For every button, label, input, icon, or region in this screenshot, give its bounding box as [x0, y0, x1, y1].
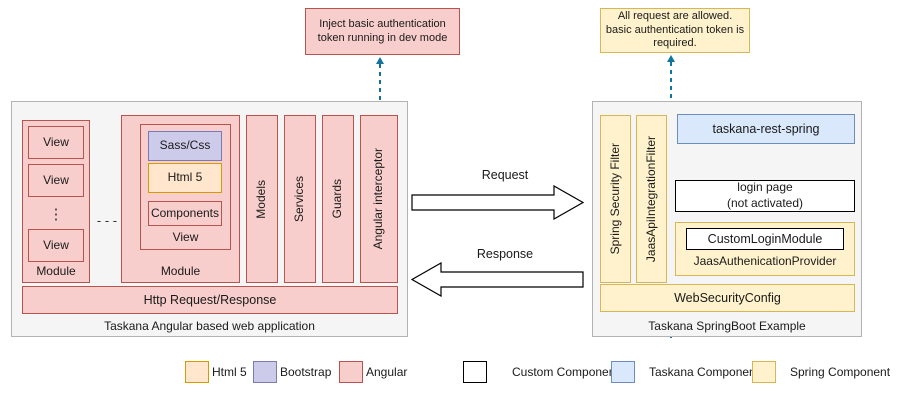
callout-right: All request are allowed. basic authentic…: [600, 8, 750, 53]
legend-item-custom-component: Custom Component: [463, 361, 619, 383]
column-models-label: Models: [254, 179, 269, 219]
module-b-label: Module: [121, 263, 240, 281]
custom-login-module-label: CustomLoginModule: [707, 231, 823, 246]
request-arrow-icon: [411, 185, 584, 220]
legend-item-taskana-component: Taskana Component: [611, 361, 759, 383]
module-a-view-3-label: View: [43, 237, 69, 252]
legend-label-bootstrap: Bootstrap: [280, 365, 332, 379]
login-page-label-line1: login page: [737, 180, 793, 195]
jaas-authentication-provider-label-text: JaasAuthenicationProvider: [693, 254, 837, 269]
callout-left-connector: [379, 64, 381, 112]
legend-item-bootstrap: Bootstrap: [253, 361, 331, 383]
module-b-item-html5: Html 5: [148, 163, 222, 193]
column-guards: Guards: [322, 115, 354, 283]
callout-right-text: All request are allowed. basic authentic…: [605, 9, 745, 50]
request-arrow-label-text: Request: [481, 167, 529, 182]
filter-jaas-api-integration-label: JaasApiIntegrationFilter: [643, 135, 658, 263]
modules-ellipsis-glyph: - - -: [96, 212, 118, 228]
legend-item-html5: Html 5: [185, 361, 247, 383]
module-b-item-html5-label: Html 5: [167, 170, 203, 185]
module-a-view-1: View: [28, 126, 84, 159]
module-b-view-label: View: [140, 229, 231, 247]
legend-label-custom-component: Custom Component: [512, 365, 619, 379]
module-a-ellipsis-glyph: ⋮: [48, 205, 64, 223]
right-panel-caption-text: Taskana SpringBoot Example: [648, 319, 806, 334]
legend-label-taskana-component: Taskana Component: [649, 365, 760, 379]
module-b-item-components-label: Components: [150, 205, 220, 220]
module-b-item-sass-css-label: Sass/Css: [159, 138, 211, 153]
module-a-view-3: View: [28, 229, 84, 262]
callout-left: Inject basic authentication token runnin…: [305, 8, 460, 55]
legend-swatch-angular: [339, 361, 363, 383]
web-security-config-label: WebSecurityConfig: [674, 290, 781, 305]
jaas-authentication-provider-label: JaasAuthenicationProvider: [675, 253, 855, 271]
column-models: Models: [246, 115, 278, 283]
legend-label-html5: Html 5: [212, 365, 247, 379]
request-arrow-label: Request: [440, 167, 570, 183]
response-arrow-label-text: Response: [476, 246, 534, 261]
http-request-response-label: Http Request/Response: [143, 292, 277, 307]
filter-spring-security: Spring Security Filter: [600, 115, 631, 283]
module-a-view-2: View: [28, 164, 84, 197]
filter-spring-security-label: Spring Security Filter: [607, 143, 622, 255]
taskana-rest-spring-label: taskana-rest-spring: [712, 121, 820, 136]
legend-label-spring-component: Spring Component: [790, 365, 891, 379]
module-a-label-text: Module: [36, 264, 76, 279]
response-arrow-label: Response: [440, 246, 570, 262]
filter-jaas-api-integration: JaasApiIntegrationFilter: [636, 115, 667, 283]
login-page-label-line2: (not activated): [726, 196, 804, 210]
legend-item-angular: Angular: [339, 361, 407, 383]
modules-ellipsis-icon: - - -: [92, 212, 122, 228]
column-services-label: Services: [292, 175, 307, 222]
http-request-response-bar: Http Request/Response: [22, 286, 398, 314]
web-security-config-box: WebSecurityConfig: [600, 284, 855, 312]
callout-left-arrowhead: [376, 57, 384, 64]
left-panel-caption-text: Taskana Angular based web application: [104, 319, 315, 334]
module-b-item-components: Components: [148, 201, 222, 226]
module-b-item-sass-css: Sass/Css: [148, 131, 222, 161]
column-angular-interceptor: Angular interceptor: [360, 115, 398, 283]
custom-login-module-box: CustomLoginModule: [686, 228, 844, 250]
module-a-ellipsis-icon: ⋮: [28, 199, 84, 228]
legend-item-spring-component: Spring Component: [752, 361, 890, 383]
module-a-view-2-label: View: [43, 172, 69, 187]
legend-swatch-custom-component: [463, 361, 487, 383]
callout-left-text: Inject basic authentication token runnin…: [317, 17, 448, 44]
module-b-label-text: Module: [160, 264, 201, 279]
callout-right-arrowhead: [667, 55, 675, 62]
login-page-box: login page (not activated): [675, 180, 855, 212]
left-panel-caption: Taskana Angular based web application: [11, 318, 408, 336]
legend-swatch-html5: [185, 361, 209, 383]
column-angular-interceptor-label: Angular interceptor: [371, 148, 386, 250]
column-guards-label: Guards: [330, 179, 345, 219]
module-a-label: Module: [22, 263, 90, 281]
legend-swatch-spring-component: [752, 361, 776, 383]
module-b-view-label-text: View: [172, 230, 199, 245]
taskana-rest-spring-box: taskana-rest-spring: [677, 114, 855, 144]
legend-swatch-bootstrap: [253, 361, 277, 383]
module-a-view-1-label: View: [43, 134, 69, 149]
legend-label-angular: Angular: [366, 365, 408, 379]
legend-swatch-taskana-component: [611, 361, 635, 383]
right-panel-caption: Taskana SpringBoot Example: [592, 318, 862, 336]
column-services: Services: [284, 115, 316, 283]
response-arrow-icon: [411, 262, 584, 297]
